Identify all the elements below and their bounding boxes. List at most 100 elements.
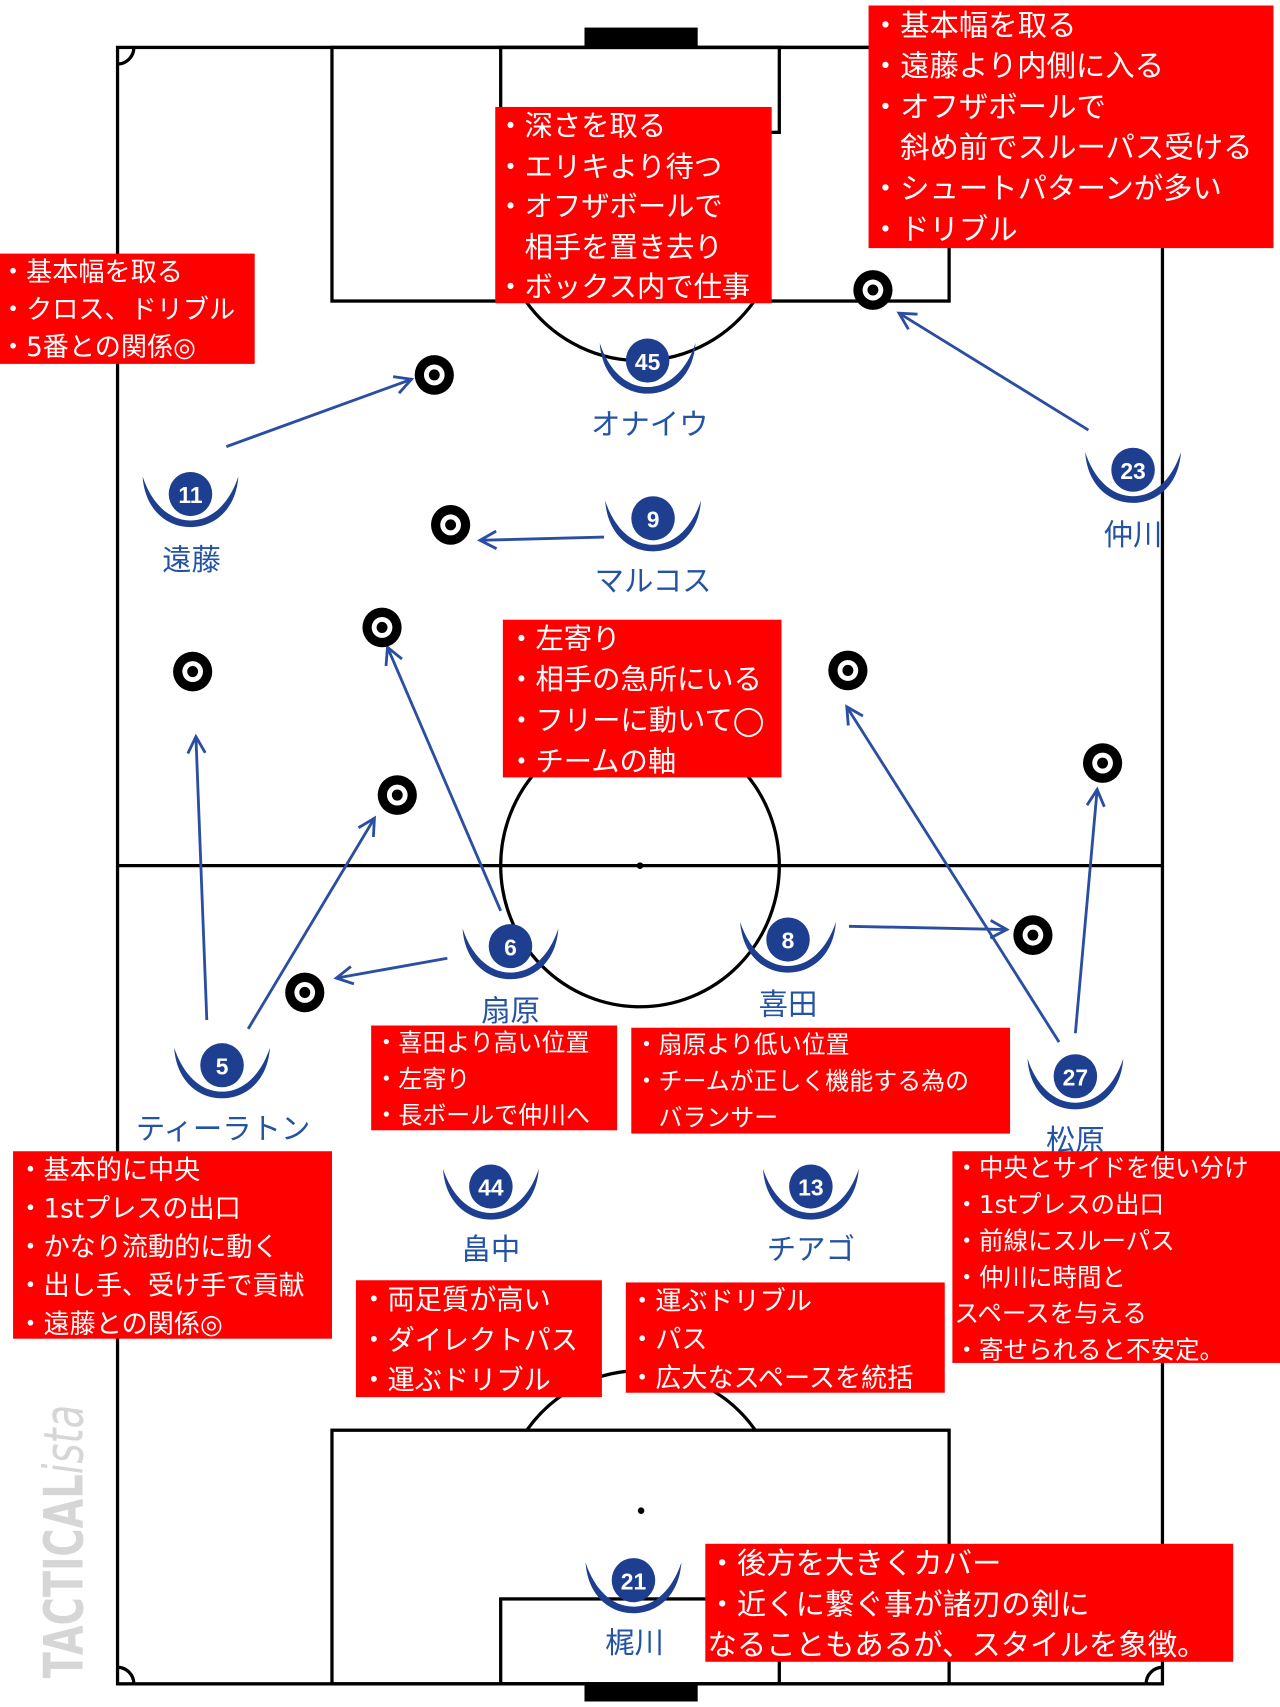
note-line: ・ドリブル: [870, 212, 1018, 248]
player-disc: [469, 1164, 513, 1209]
note-ogihara: ・喜田より高い位置 ・左寄り ・長ボールで仲川へ: [371, 1025, 618, 1131]
note-line: ・扇原より低い位置: [634, 1032, 850, 1060]
note-line: ・チームの軸: [507, 745, 677, 778]
players: 45 オナイウ 11 遠藤 9 マルコス 23 仲川: [136, 338, 1181, 1660]
player-number: 5: [216, 1053, 229, 1079]
player-name: ティーラトン: [136, 1112, 311, 1146]
space-target-icon: [828, 650, 868, 691]
player-marker: 6: [462, 924, 559, 980]
space-target-icon: [1082, 743, 1123, 783]
player-name: 扇原: [481, 994, 540, 1028]
space-target-icon: [414, 355, 454, 395]
top-goal: [584, 27, 698, 48]
corner-arc-bottom-left: [117, 1665, 136, 1684]
note-matsubara: ・中央とサイドを使い分け ・1stプレスの出口 ・前線にスルーパス ・仲川に時間…: [952, 1151, 1280, 1363]
note-marcos: ・左寄り ・相手の急所にいる ・フリーに動いて◯ ・チームの軸: [502, 619, 782, 778]
player-marker: 11: [142, 471, 239, 528]
note-line: バランサー: [658, 1104, 779, 1133]
player-name: 畠中: [461, 1232, 520, 1266]
player-disc: [625, 338, 670, 383]
note-line: ・喜田より高い位置: [374, 1029, 590, 1058]
player-number: 13: [798, 1175, 823, 1201]
player-marker: 9: [605, 496, 701, 552]
note-line: ・遠藤より内側に入る: [870, 49, 1165, 84]
note-line: 斜め前でスルーパス受ける: [900, 131, 1253, 166]
note-line: ・シュートパターンが多い: [870, 172, 1222, 207]
note-line: ・チームが正しく機能する為の: [634, 1068, 970, 1097]
player-marker: 45: [599, 338, 696, 394]
player-disc: [789, 1164, 833, 1209]
player-disc: [488, 924, 533, 969]
movement-arrow: [384, 644, 502, 912]
player-marker: 21: [585, 1558, 682, 1614]
player-marker: 44: [442, 1164, 539, 1220]
note-kajikawa: ・後方を大きくカバー ・近くに繋ぐ事が諸刃の剣に なることもあるが、スタイルを象…: [705, 1543, 1234, 1662]
player-disc: [1111, 447, 1155, 492]
player-number: 27: [1063, 1064, 1088, 1090]
player-disc: [168, 471, 213, 517]
note-line: ・前線にスルーパス: [954, 1227, 1175, 1256]
player-name: チアゴ: [767, 1232, 855, 1266]
note-theerathon: ・基本的に中央 ・1stプレスの出口 ・かなり流動的に動く ・出し手、受け手で貢…: [13, 1151, 332, 1339]
note-line: ・ボックス内で仕事: [496, 271, 751, 304]
bottom-penalty-spot: [637, 1507, 645, 1515]
note-line: ・運ぶドリブル: [629, 1285, 812, 1317]
player-number: 23: [1120, 458, 1145, 484]
player-name: 喜田: [759, 987, 818, 1021]
note-line: ・寄せられると不安定。: [954, 1336, 1224, 1363]
player-number: 44: [478, 1175, 504, 1201]
movement-arrow: [476, 529, 605, 550]
note-line: ・相手の急所にいる: [507, 663, 762, 697]
note-line: ・1stプレスの出口: [954, 1190, 1164, 1220]
note-line: ・クロス、ドリブル: [0, 294, 236, 326]
movement-arrows: [186, 311, 1106, 1043]
player-number: 11: [178, 482, 202, 508]
player-disc: [200, 1043, 244, 1088]
note-line: ・遠藤との関係◎: [17, 1308, 223, 1339]
player-name: マルコス: [595, 564, 712, 598]
space-target-icon: [362, 607, 402, 648]
player-marker: 8: [740, 917, 836, 973]
note-line: ・エリキより待つ: [496, 150, 723, 184]
player-number: 9: [647, 506, 660, 532]
corner-arc-bottom-right: [1144, 1665, 1163, 1684]
movement-arrow: [225, 375, 415, 448]
player-marker: 27: [1027, 1054, 1124, 1110]
movement-arrow: [896, 311, 1090, 432]
movement-arrow: [1073, 786, 1106, 1034]
player-marker: 23: [1085, 447, 1181, 503]
player-disc: [1053, 1054, 1098, 1099]
movement-arrow: [186, 733, 209, 1021]
note-line: ・かなり流動的に動く: [17, 1231, 279, 1263]
note-line: ・深さを取る: [496, 110, 667, 144]
watermark-italic-text: ista: [32, 1405, 96, 1474]
space-target-icon: [1013, 915, 1053, 955]
movement-arrow: [848, 919, 1010, 940]
space-target-icon: [285, 972, 325, 1013]
note-line: ・長ボールで仲川へ: [374, 1102, 590, 1131]
player-number: 6: [504, 934, 517, 960]
watermark-bold-text: TACTICAL: [32, 1474, 96, 1678]
note-line: ・運ぶドリブル: [360, 1364, 551, 1397]
note-line: スペースを与える: [954, 1300, 1147, 1329]
note-line: ・ダイレクトパス: [360, 1323, 578, 1356]
note-endo: ・基本幅を取る ・クロス、ドリブル ・5番との関係◎: [0, 253, 255, 364]
note-line: ・中央とサイドを使い分け: [954, 1154, 1249, 1184]
note-line: ・後方を大きくカバー: [707, 1547, 1002, 1582]
player-name: 遠藤: [162, 543, 221, 577]
player-number: 45: [635, 349, 661, 375]
note-line: ・近くに繋ぐ事が諸刃の剣に: [707, 1587, 1090, 1623]
note-line: ・両足質が高い: [360, 1283, 551, 1316]
player-disc: [631, 496, 675, 541]
note-line: 相手を置き去り: [524, 231, 723, 265]
player-name: 仲川: [1104, 518, 1163, 552]
movement-arrow: [845, 704, 1061, 1043]
note-line: ・パス: [629, 1324, 708, 1356]
note-line: ・5番との関係◎: [0, 331, 196, 363]
movement-arrow: [246, 815, 376, 1030]
movement-arrow: [333, 956, 448, 986]
space-target-icon: [173, 651, 213, 692]
bottom-goal: [584, 1683, 698, 1702]
note-line: ・1stプレスの出口: [17, 1193, 241, 1225]
